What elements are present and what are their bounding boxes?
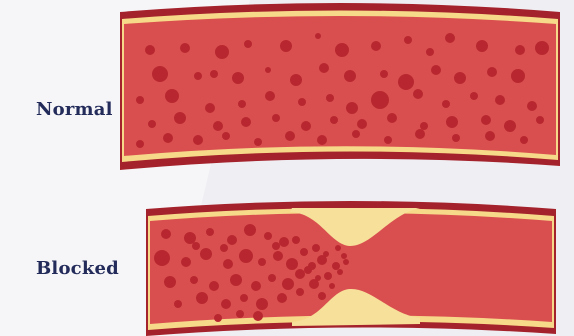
- blood-cell: [206, 228, 214, 236]
- blood-cell: [337, 269, 343, 275]
- blood-cell: [264, 232, 272, 240]
- blood-cell: [329, 283, 335, 289]
- blood-cell: [227, 235, 237, 245]
- blood-cell: [239, 249, 253, 263]
- blood-cell: [292, 236, 300, 244]
- blood-cell: [332, 262, 340, 270]
- blood-cell: [174, 300, 182, 308]
- blood-cell: [223, 259, 233, 269]
- blood-cell: [286, 258, 298, 270]
- blood-cell: [220, 244, 228, 252]
- blood-cell: [161, 229, 171, 239]
- blood-cell: [184, 232, 196, 244]
- blood-cell: [335, 245, 341, 251]
- blood-cell: [343, 259, 349, 265]
- blood-cell: [221, 299, 231, 309]
- blood-cell: [192, 242, 200, 250]
- blood-cell: [273, 251, 283, 261]
- blood-cell: [272, 242, 280, 250]
- blood-cell: [251, 281, 261, 291]
- blood-cell: [323, 251, 329, 257]
- blood-cell: [315, 275, 321, 281]
- blood-cell: [295, 269, 305, 279]
- blood-cell: [296, 288, 304, 296]
- blood-cell: [164, 276, 176, 288]
- blood-cell: [240, 294, 248, 302]
- blood-cell: [214, 314, 222, 322]
- blood-cell: [312, 244, 320, 252]
- blood-cell: [200, 248, 212, 260]
- blood-cell: [154, 250, 170, 266]
- blood-cell: [282, 278, 294, 290]
- blood-cell: [268, 274, 276, 282]
- blood-cell: [279, 237, 289, 247]
- blood-cell: [196, 292, 208, 304]
- blood-cell: [256, 298, 268, 310]
- blood-cell: [304, 266, 312, 274]
- blood-cell: [324, 272, 332, 280]
- blood-cell: [300, 248, 308, 256]
- blood-cell: [209, 281, 219, 291]
- blood-cell: [277, 293, 287, 303]
- blood-cell: [253, 311, 263, 321]
- blood-cell: [230, 274, 242, 286]
- blood-cell: [318, 292, 326, 300]
- blood-cell: [341, 253, 347, 259]
- blood-cell: [236, 310, 244, 318]
- blood-cell: [190, 276, 198, 284]
- blood-cell: [181, 257, 191, 267]
- blood-cell: [244, 224, 256, 236]
- blood-cell: [258, 258, 266, 266]
